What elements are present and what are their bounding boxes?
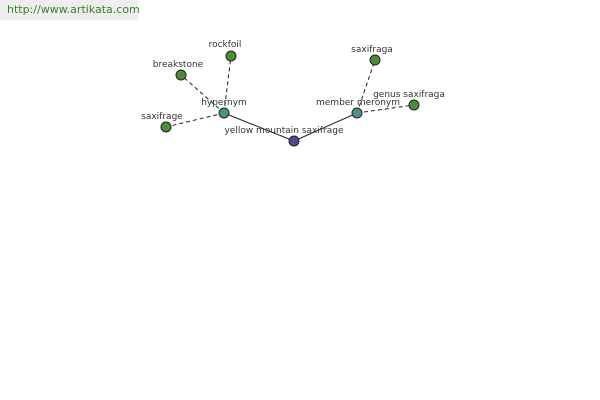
label-root[interactable]: yellow mountain saxifrage <box>224 126 344 136</box>
node-genus-saxifraga[interactable] <box>408 99 420 111</box>
edge-root-member-meronym <box>293 112 358 142</box>
label-saxifrage[interactable]: saxifrage <box>141 112 183 122</box>
label-breakstone[interactable]: breakstone <box>153 60 204 70</box>
node-saxifraga[interactable] <box>369 54 381 66</box>
label-member-meronym[interactable]: member meronym <box>316 98 400 108</box>
edge-member-meronym-genus-saxifraga <box>356 104 415 114</box>
node-saxifrage[interactable] <box>160 121 172 133</box>
edge-hypernym-breakstone <box>180 74 225 114</box>
edge-member-meronym-saxifraga <box>356 59 376 114</box>
label-hypernym[interactable]: hypernym <box>201 98 247 108</box>
node-hypernym[interactable] <box>218 107 230 119</box>
node-member-meronym[interactable] <box>351 107 363 119</box>
label-genus-saxifraga[interactable]: genus saxifraga <box>373 90 445 100</box>
label-rockfoil[interactable]: rockfoil <box>209 40 242 50</box>
node-rockfoil[interactable] <box>225 50 237 62</box>
site-link[interactable]: http://www.artikata.com <box>0 0 140 20</box>
edge-hypernym-saxifrage <box>165 112 225 128</box>
label-saxifraga[interactable]: saxifraga <box>351 45 393 55</box>
node-breakstone[interactable] <box>175 69 187 81</box>
node-root[interactable] <box>288 135 300 147</box>
edge-hypernym-rockfoil <box>223 55 232 114</box>
edge-root-hypernym <box>223 112 295 142</box>
